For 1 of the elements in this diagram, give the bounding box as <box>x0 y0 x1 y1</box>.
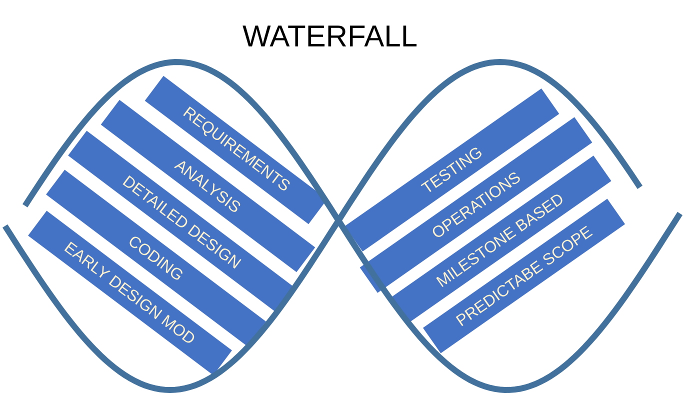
title: WATERFALL <box>242 26 417 46</box>
